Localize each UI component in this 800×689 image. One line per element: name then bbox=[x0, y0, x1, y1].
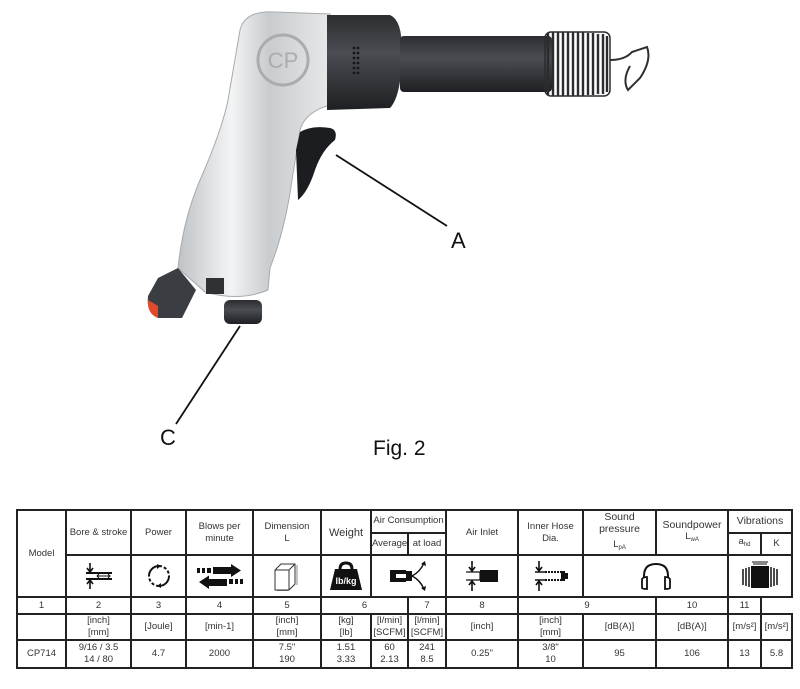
number-1: 1 bbox=[16, 596, 67, 615]
figure-caption: Fig. 2 bbox=[373, 437, 426, 460]
number-3: 3 bbox=[130, 596, 187, 615]
model-header: Model bbox=[16, 509, 67, 598]
svg-text:CP: CP bbox=[268, 48, 299, 73]
blows-value: 2000 bbox=[185, 639, 254, 669]
sound-pressure-value: 95 bbox=[582, 639, 658, 669]
hose-value: 3/8"10 bbox=[517, 639, 585, 669]
air-flow-icon bbox=[369, 554, 448, 598]
dimension-value: 7.5"190 bbox=[252, 639, 322, 669]
headphones-icon bbox=[582, 554, 730, 598]
trigger bbox=[296, 127, 336, 200]
dimension-header: Dimension L bbox=[252, 509, 322, 556]
dimension-unit: [inch][mm] bbox=[252, 613, 322, 641]
sound-power-title: Soundpower bbox=[662, 519, 722, 531]
air-inlet-unit: [inch] bbox=[445, 613, 520, 641]
air-inlet-icon bbox=[445, 554, 520, 598]
callout-line-a bbox=[335, 154, 448, 227]
vibrations-header: Vibrations bbox=[727, 509, 794, 534]
svg-text:lb/kg: lb/kg bbox=[335, 576, 356, 586]
bore-stroke-header: Bore & stroke bbox=[65, 509, 132, 556]
number-5: 5 bbox=[252, 596, 322, 615]
air-at-load-unit: [l/min][SCFM] bbox=[406, 613, 448, 641]
number-11: 11 bbox=[727, 596, 763, 615]
sound-pressure-symbol: LpA bbox=[613, 539, 626, 551]
sound-pressure-title: Sound pressure bbox=[599, 511, 640, 535]
air-inlet-value: 0.25" bbox=[445, 639, 520, 669]
dimension-subtitle: L bbox=[284, 532, 290, 544]
sound-pressure-unit: [dB(A)] bbox=[582, 613, 658, 641]
bore-stroke-unit: [inch][mm] bbox=[65, 613, 132, 641]
power-unit: [Joule] bbox=[130, 613, 187, 641]
number-8: 8 bbox=[445, 596, 520, 615]
vibration-k-unit: [m/s²] bbox=[760, 613, 794, 641]
sound-power-unit: [dB(A)] bbox=[655, 613, 730, 641]
callout-line-c bbox=[175, 325, 241, 425]
power-header: Power bbox=[130, 509, 187, 556]
number-2: 2 bbox=[65, 596, 132, 615]
weight-icon: lb/kg bbox=[320, 554, 372, 598]
hose-diameter-icon bbox=[517, 554, 585, 598]
cp-logo: CP bbox=[256, 33, 310, 87]
vibration-k-value: 5.8 bbox=[760, 639, 794, 669]
blows-header: Blows per minute bbox=[185, 509, 254, 556]
box-dimension-icon bbox=[252, 554, 322, 598]
hose-unit: [inch][mm] bbox=[517, 613, 585, 641]
number-4: 4 bbox=[185, 596, 254, 615]
air-average-header: Average bbox=[370, 531, 409, 556]
weight-unit: [kg][lb] bbox=[320, 613, 372, 641]
hose-header: Inner Hose Dia. bbox=[517, 509, 585, 556]
callout-a-label: A bbox=[451, 228, 466, 253]
air-consumption-header: Air Consumption bbox=[369, 509, 448, 534]
air-at-load-header: at load bbox=[406, 531, 448, 556]
air-average-unit: [l/min][SCFM] bbox=[370, 613, 409, 641]
vibration-k-header: K bbox=[760, 531, 794, 556]
weight-header: Weight bbox=[320, 509, 372, 556]
model-unit-spacer bbox=[16, 613, 67, 641]
air-inlet-header: Air Inlet bbox=[445, 509, 520, 556]
sound-power-header: Soundpower LwA bbox=[655, 509, 730, 556]
vibration-ahd-header: ahd bbox=[727, 531, 763, 556]
blows-unit: [min-1] bbox=[185, 613, 254, 641]
number-7: 7 bbox=[406, 596, 448, 615]
rotation-cycle-icon bbox=[130, 554, 187, 598]
number-10: 10 bbox=[655, 596, 730, 615]
vibration-icon bbox=[727, 554, 794, 598]
number-9: 9 bbox=[517, 596, 658, 615]
product-figure: CP A C Fig. 2 bbox=[147, 11, 650, 460]
power-value: 4.7 bbox=[130, 639, 187, 669]
number-6: 6 bbox=[320, 596, 409, 615]
sound-power-symbol: LwA bbox=[685, 531, 699, 543]
bore-stroke-icon bbox=[65, 554, 132, 598]
air-hammer-illustration: CP bbox=[147, 11, 650, 425]
callout-c-label: C bbox=[160, 425, 176, 450]
sound-power-value: 106 bbox=[655, 639, 730, 669]
sound-pressure-header: Sound pressure LpA bbox=[582, 509, 658, 556]
model-value: CP714 bbox=[16, 639, 67, 669]
vibration-ahd-unit: [m/s²] bbox=[727, 613, 763, 641]
reciprocating-arrows-icon bbox=[185, 554, 254, 598]
dimension-title: Dimension bbox=[264, 520, 310, 532]
specification-table: Model Bore & stroke Power Blows per minu… bbox=[16, 509, 794, 669]
vibration-ahd-value: 13 bbox=[727, 639, 763, 669]
